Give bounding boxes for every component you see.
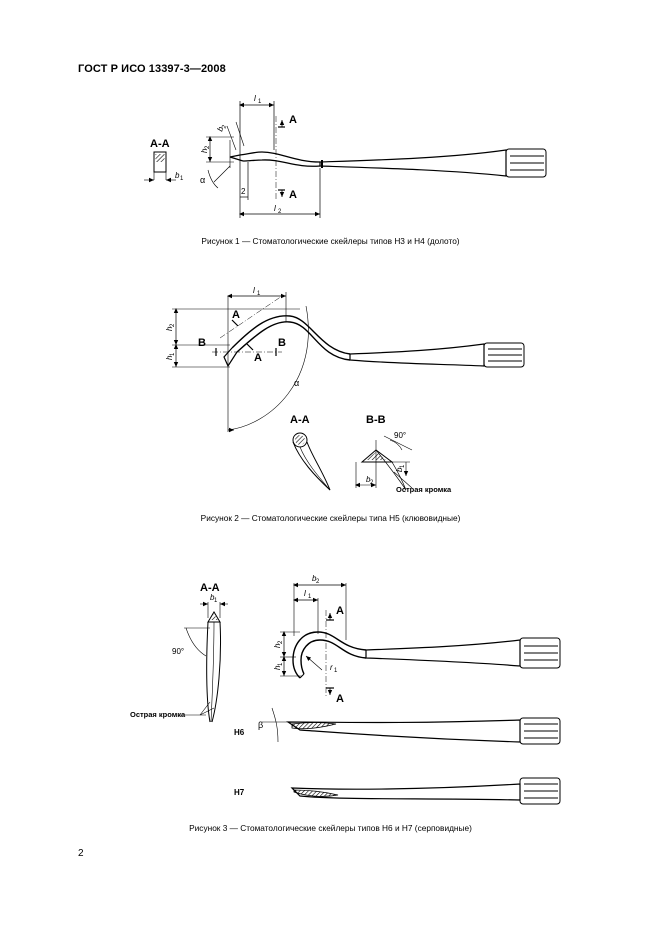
fig2-dim-b2-sub: 2 (370, 480, 374, 486)
fig1-dim-l2: l (274, 204, 276, 213)
fig1-cut-label-bottom: A (289, 189, 297, 201)
fig2-angle-alpha: α (294, 378, 299, 388)
fig1-dim-l1: l (254, 94, 256, 103)
fig1-dim-l2-sub: 2 (278, 209, 282, 215)
fig1-dim-b1-sub: 1 (180, 176, 184, 182)
figure-3-labels: A-A A A b 1 b 2 l 1 h 2 h 1 r 1 90° β Ос… (130, 574, 344, 797)
fig3-dim-l1-sub: 1 (308, 594, 312, 600)
fig2-dim-h1-sub: 1 (170, 352, 176, 356)
fig1-dim-2: 2 (241, 187, 246, 196)
fig2-section-bb: B-B (366, 414, 386, 426)
fig3-dim-r1: r (330, 663, 333, 672)
figure-2-drawing (172, 292, 525, 491)
fig1-dim-b1: b (175, 171, 180, 180)
fig1-dim-b2: b (215, 125, 225, 133)
fig3-type-h7: Н7 (234, 788, 245, 797)
figure-2-labels: A A B B A-A B-B l 1 h 2 h 1 b 2 b 1 90° … (165, 286, 452, 494)
fig3-section-aa: A-A (200, 582, 220, 594)
fig3-dim-h1: h (273, 665, 282, 670)
fig2-cut-b-right: B (278, 337, 286, 349)
fig1-cut-label-top: A (289, 114, 297, 126)
figure-3-drawing (180, 582, 561, 805)
fig2-cut-b-left: B (198, 337, 206, 349)
fig3-edge-label: Острая кромка (130, 710, 186, 719)
fig3-dim-h1-sub: 1 (278, 662, 284, 666)
fig1-dim-l1-sub: 1 (258, 99, 262, 105)
fig3-cut-a-bottom: A (336, 693, 344, 705)
fig3-dim-b2-sub: 2 (316, 579, 320, 585)
figure-1-caption: Рисунок 1 — Стоматологические скейлеры т… (201, 236, 460, 246)
fig3-dim-b2: b (312, 574, 317, 583)
fig2-dim-b1-sub: 1 (400, 464, 406, 468)
fig2-dim-l1-sub: 1 (257, 291, 261, 297)
fig1-section-label: A-A (150, 138, 170, 150)
fig2-cut-a-top: A (232, 309, 240, 321)
fig2-dim-h2-sub: 2 (170, 323, 176, 327)
fig1-angle-alpha: α (200, 175, 205, 185)
fig1-dim-h2: h (200, 148, 209, 153)
document-header: ГОСТ Р ИСО 13397-3—2008 (78, 63, 226, 75)
fig1-dim-b2-sub: 2 (221, 124, 228, 130)
fig2-dim-b1: b (395, 467, 404, 472)
fig2-dim-h1: h (165, 355, 174, 360)
fig3-angle-beta: β (258, 720, 263, 730)
fig3-type-h6: Н6 (234, 728, 245, 737)
figure-1-drawing (144, 101, 547, 218)
fig3-dim-h2: h (273, 643, 282, 648)
fig2-dim-h2: h (165, 326, 174, 331)
fig2-cut-a-bottom: A (254, 352, 262, 364)
figure-1-labels: A-A A A l 1 l 2 2 b 1 b 2 h 2 α (150, 94, 297, 215)
fig3-dim-r1-sub: 1 (334, 668, 338, 674)
figure-2-caption: Рисунок 2 — Стоматологические скейлеры т… (200, 513, 461, 523)
fig2-section-aa: A-A (290, 414, 310, 426)
fig2-dim-l1: l (253, 286, 255, 295)
fig1-dim-h2-sub: 2 (205, 145, 211, 149)
fig3-dim-h2-sub: 2 (278, 640, 284, 644)
fig3-dim-b1: b (210, 593, 215, 602)
fig2-dim-b2: b (366, 475, 371, 484)
fig3-dim-l1: l (304, 589, 306, 598)
fig2-angle-90: 90° (394, 431, 406, 440)
fig3-angle-90: 90° (172, 647, 184, 656)
figure-3-caption: Рисунок 3 — Стоматологические скейлеры т… (189, 823, 472, 833)
fig3-cut-a-top: A (336, 605, 344, 617)
fig2-edge-label: Острая кромка (396, 485, 452, 494)
fig3-dim-b1-sub: 1 (214, 598, 218, 604)
page-number: 2 (78, 848, 84, 859)
